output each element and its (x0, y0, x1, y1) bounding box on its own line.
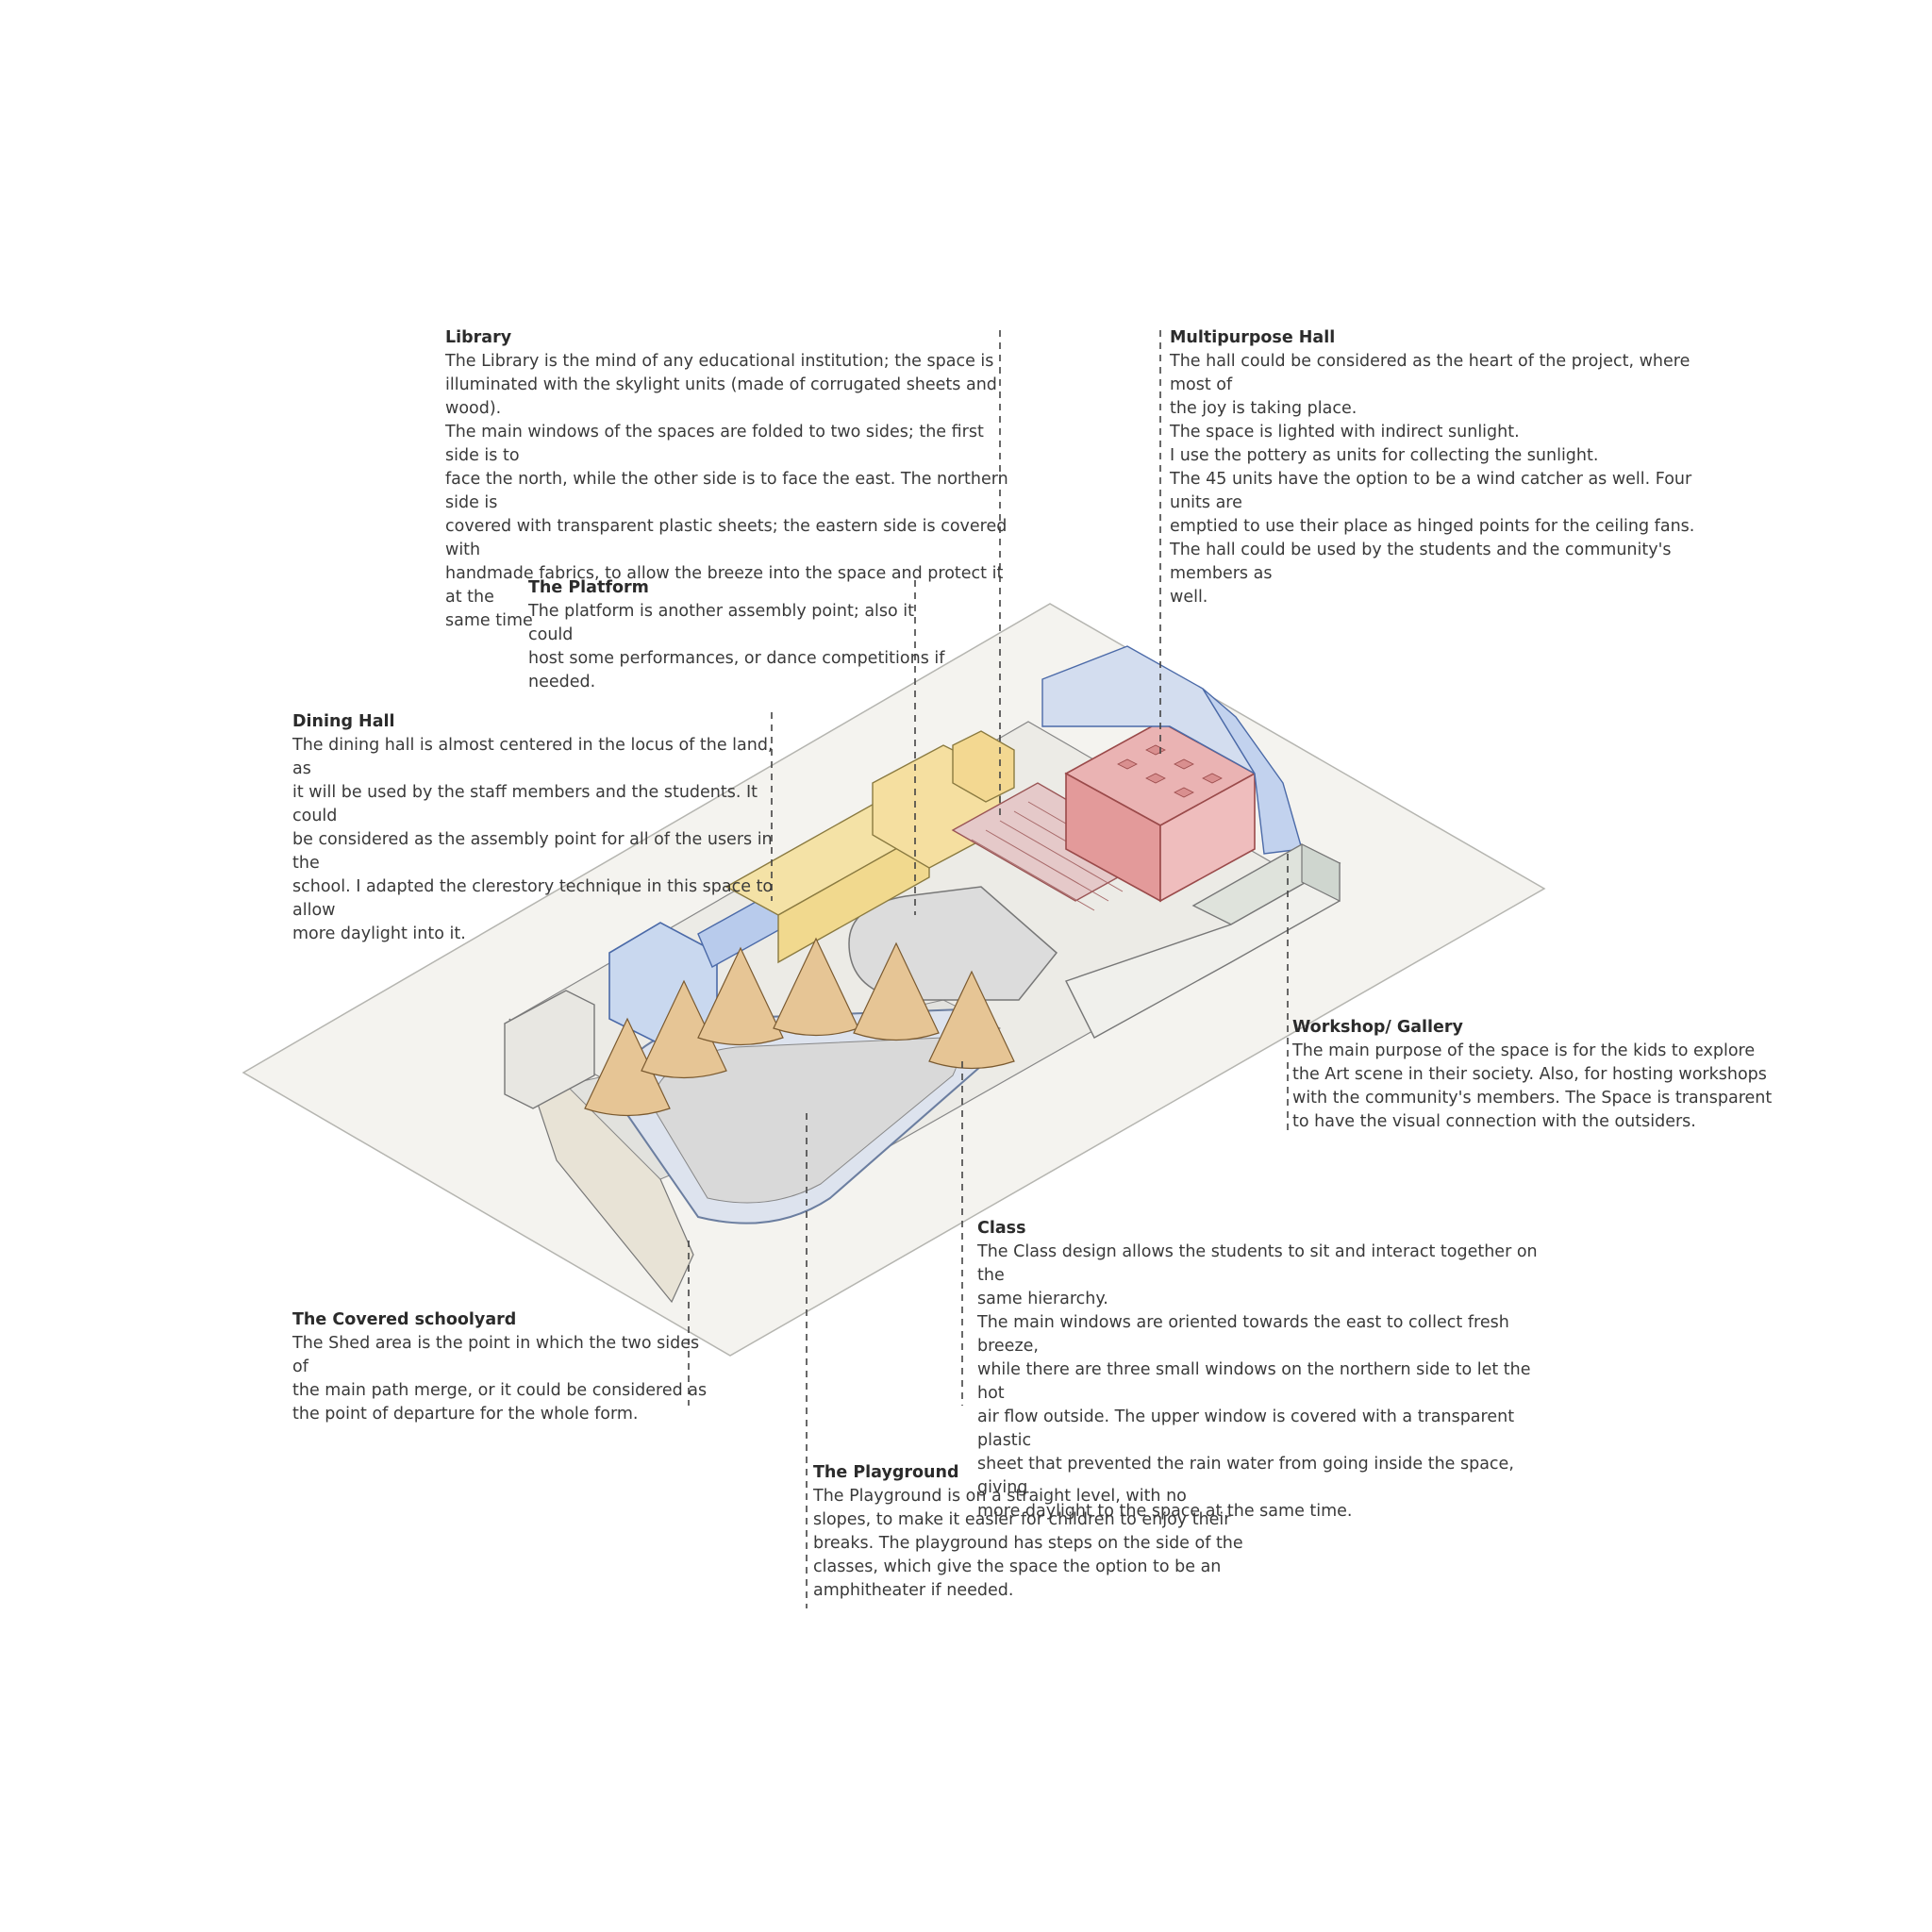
annotation-library-title: Library (445, 328, 512, 347)
annotation-covered-schoolyard-title: The Covered schoolyard (292, 1310, 517, 1329)
hall-pottery-units (1117, 744, 1223, 798)
annotation-multipurpose-hall: Multipurpose Hall The hall could be cons… (1170, 326, 1736, 609)
annotation-class-body: The Class design allows the students to … (977, 1242, 1538, 1521)
cone-3 (697, 946, 784, 1046)
annotation-class: Class The Class design allows the studen… (977, 1217, 1562, 1524)
annotation-dining-hall-body: The dining hall is almost centered in th… (292, 736, 774, 943)
annotation-dining-hall-title: Dining Hall (292, 712, 395, 731)
left-end-block (504, 990, 595, 1109)
annotation-library-body: The Library is the mind of any education… (445, 352, 1008, 630)
covered-schoolyard-cones (584, 937, 1015, 1117)
annotation-playground: The Playground The Playground is on a st… (813, 1461, 1247, 1603)
annotation-workshop-body: The main purpose of the space is for the… (1292, 1041, 1773, 1131)
cone-5 (853, 941, 940, 1041)
annotation-dining-hall: Dining Hall The dining hall is almost ce… (292, 710, 783, 946)
annotation-workshop: Workshop/ Gallery The main purpose of th… (1292, 1016, 1783, 1134)
annotation-covered-schoolyard: The Covered schoolyard The Shed area is … (292, 1308, 708, 1426)
annotation-platform: The Platform The platform is another ass… (528, 576, 962, 694)
annotation-playground-body: The Playground is on a straight level, w… (813, 1487, 1243, 1600)
annotation-platform-title: The Platform (528, 578, 649, 597)
annotation-covered-schoolyard-body: The Shed area is the point in which the … (292, 1334, 708, 1424)
gallery-end (1301, 843, 1341, 902)
leader-lines (688, 330, 1289, 1608)
annotation-workshop-title: Workshop/ Gallery (1292, 1018, 1463, 1037)
annotation-playground-title: The Playground (813, 1463, 959, 1482)
library-tower (952, 730, 1015, 803)
annotation-class-title: Class (977, 1219, 1026, 1238)
cone-6 (928, 970, 1015, 1070)
library-wall (777, 828, 930, 964)
annotation-platform-body: The platform is another assembly point; … (528, 602, 945, 691)
annotation-library: Library The Library is the mind of any e… (445, 326, 1011, 633)
annotation-multipurpose-hall-body: The hall could be considered as the hear… (1170, 352, 1695, 607)
cone-1 (584, 1017, 671, 1117)
hall-wall-right (1159, 772, 1256, 903)
cone-2 (641, 979, 727, 1079)
annotation-multipurpose-hall-title: Multipurpose Hall (1170, 328, 1336, 347)
